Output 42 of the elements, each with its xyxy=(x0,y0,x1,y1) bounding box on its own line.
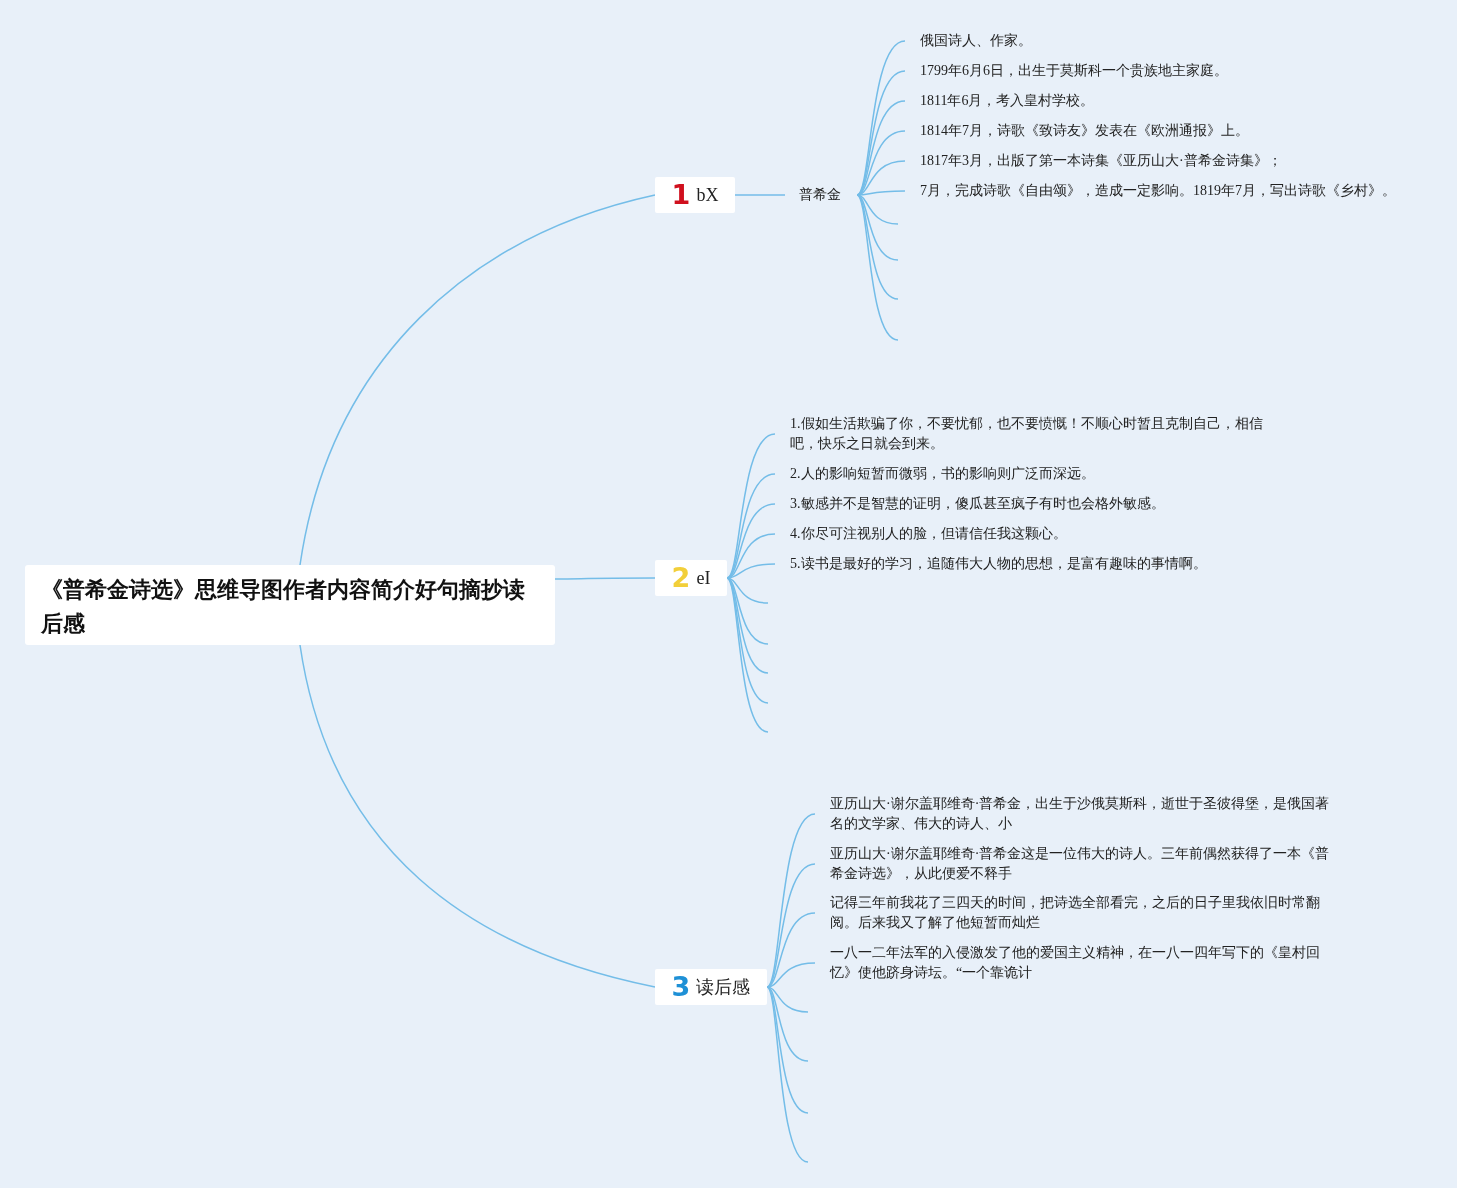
topic-number: 1 xyxy=(671,180,691,210)
note-text: 俄国诗人、作家。 xyxy=(905,31,1425,51)
branch-topic-box xyxy=(655,969,767,1005)
branch-line xyxy=(856,194,899,300)
note-text: 3.敏感并不是智慧的证明，傻瓜甚至疯子有时也会格外敏感。 xyxy=(775,494,1275,514)
branch-line xyxy=(299,194,656,566)
branch-line xyxy=(856,130,906,196)
note-text: 1817年3月，出版了第一本诗集《亚历山大·普希金诗集》； xyxy=(905,151,1425,171)
note-text: 7月，完成诗歌《自由颂》，造成一定影响。1819年7月，写出诗歌《乡村》。 xyxy=(905,181,1425,201)
note-text: 亚历山大·谢尔盖耶维奇·普希金，出生于沙俄莫斯科，逝世于圣彼得堡，是俄国著名的文学家、伟大的诗人、小 xyxy=(815,794,1340,834)
branch-topic-box xyxy=(655,560,727,596)
topic-number: 3 xyxy=(671,972,691,1002)
note-text: 记得三年前我花了三四天的时间，把诗选全部看完，之后的日子里我依旧时常翻阅。后来我又了解了他短暂而灿烂 xyxy=(815,893,1340,933)
note-text: 1799年6月6日，出生于莫斯科一个贵族地主家庭。 xyxy=(905,61,1425,81)
note-text: 1.假如生活欺骗了你，不要忧郁，也不要愤慨！不顺心时暂且克制自己，相信吧，快乐之日就会到来。 xyxy=(775,414,1275,454)
note-text: 2.人的影响短暂而微弱，书的影响则广泛而深远。 xyxy=(775,464,1275,484)
branch-line xyxy=(554,577,656,580)
branch-line xyxy=(766,986,809,1062)
topic-label: eI xyxy=(696,567,711,590)
branch-line xyxy=(726,577,769,733)
note-text: 4.你尽可注视别人的脸，但请信任我这颗心。 xyxy=(775,524,1275,544)
note-text: 5.读书是最好的学习，追随伟大人物的思想，是富有趣味的事情啊。 xyxy=(775,554,1275,574)
central-topic: 《普希金诗选》思维导图作者内容简介好句摘抄读后感 xyxy=(25,565,555,645)
topic-number: 2 xyxy=(671,563,691,593)
branch-line xyxy=(856,194,899,261)
note-text: 1814年7月，诗歌《致诗友》发表在《欧洲通报》上。 xyxy=(905,121,1425,141)
branch-line xyxy=(766,863,816,988)
branch-line xyxy=(726,433,776,579)
branch-line xyxy=(856,194,899,341)
branch-line xyxy=(734,194,786,196)
topic-label: bX xyxy=(696,184,719,207)
subtopic-label: 普希金 xyxy=(785,185,857,205)
branch-line xyxy=(856,40,906,196)
branch-topic-box xyxy=(655,177,735,213)
branch-line xyxy=(766,813,816,988)
note-text: 亚历山大·谢尔盖耶维奇·普希金这是一位伟大的诗人。三年前偶然获得了一本《普希金诗选》，从此便爱不释手 xyxy=(815,844,1340,884)
topic-label: 读后感 xyxy=(696,976,751,999)
branch-line xyxy=(766,986,809,1163)
note-text: 一八一二年法军的入侵激发了他的爱国主义精神，在一八一四年写下的《皇村回忆》使他跻身诗坛。“一个靠诡计 xyxy=(815,943,1340,983)
note-text: 1811年6月，考入皇村学校。 xyxy=(905,91,1425,111)
branch-line xyxy=(299,644,656,988)
branch-line xyxy=(856,70,906,196)
